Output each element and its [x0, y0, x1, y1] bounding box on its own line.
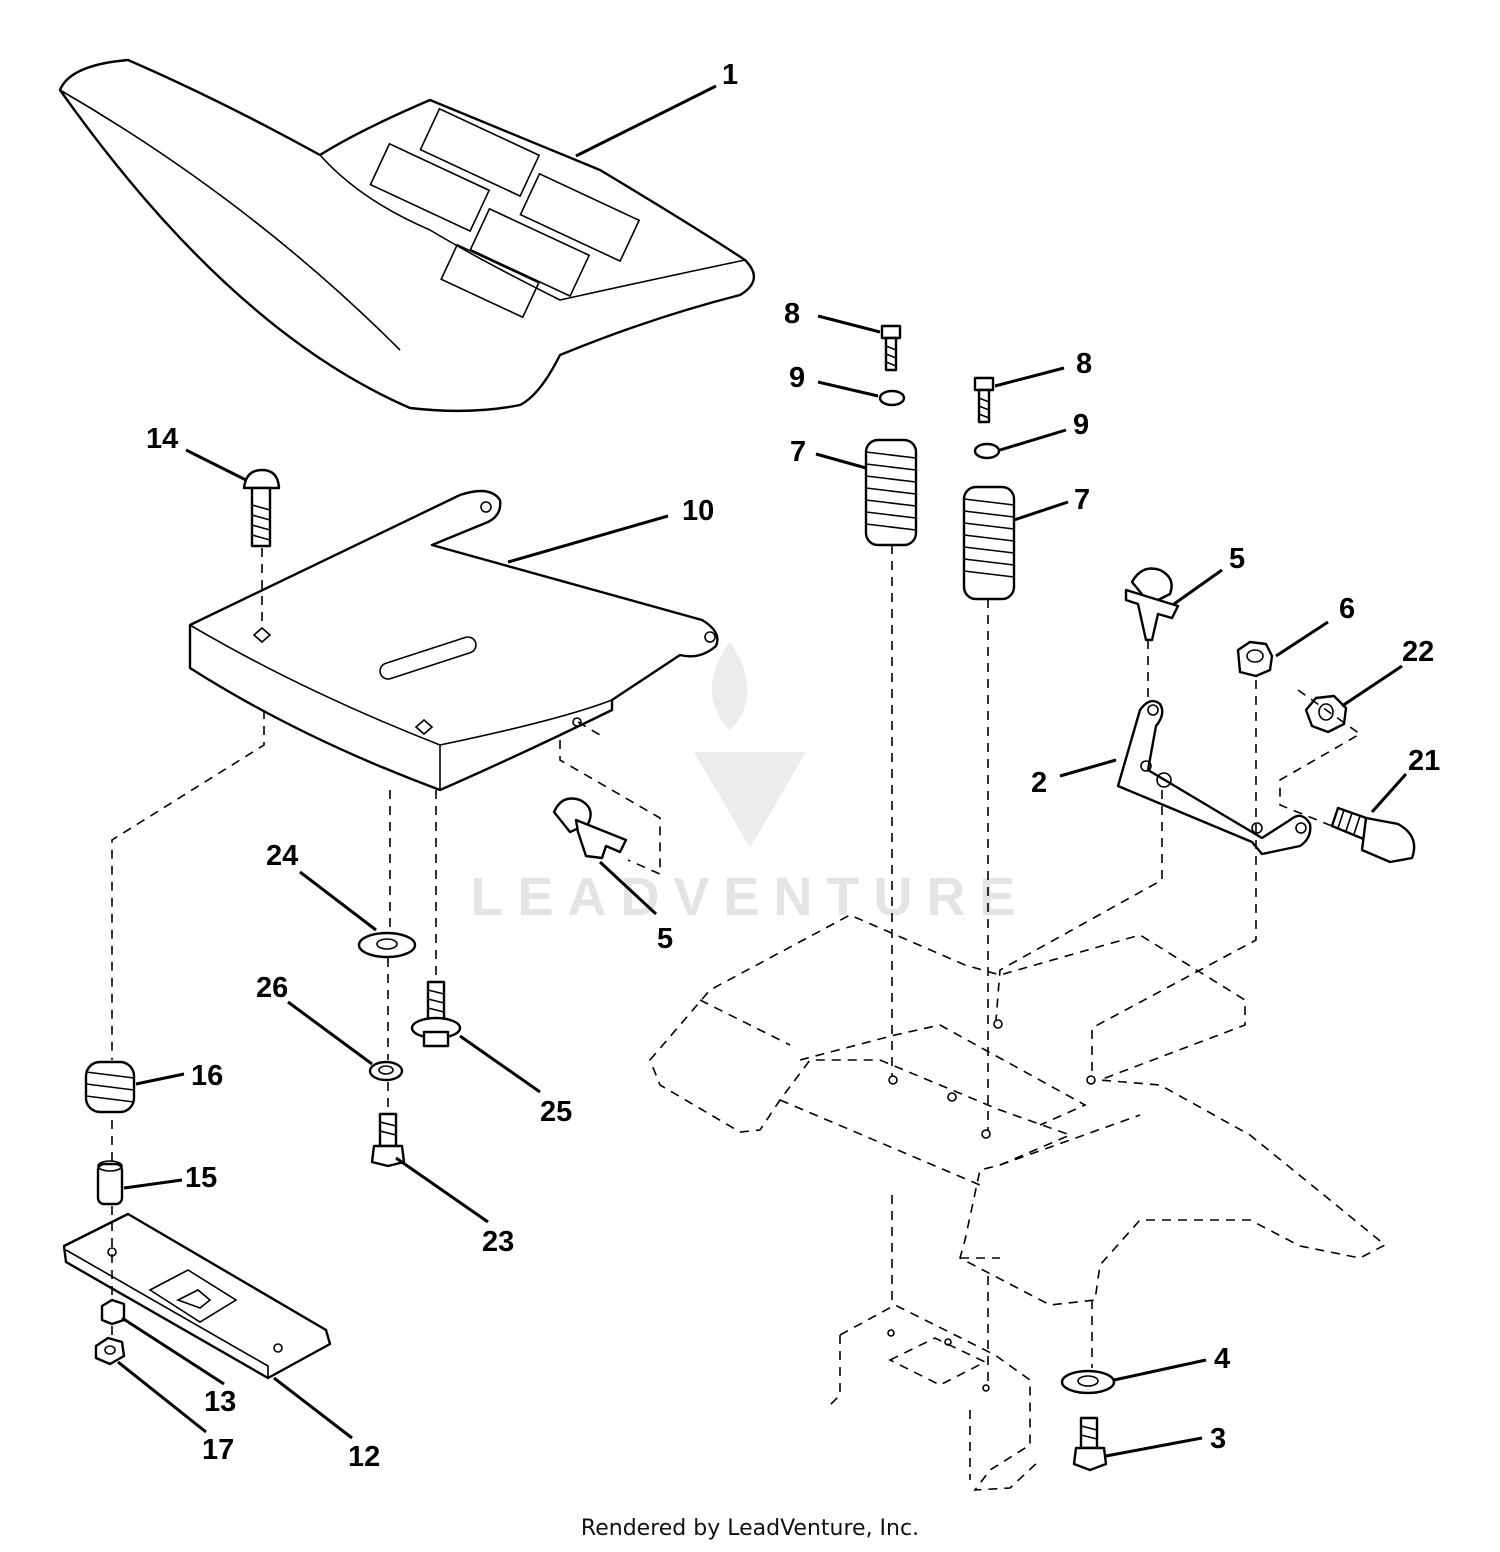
bolt-25-part — [410, 980, 462, 1048]
callout-bolt-8-left: 8 — [784, 298, 800, 330]
seat-part — [58, 58, 755, 413]
washer-9-left-part — [878, 389, 906, 407]
callout-nut-6: 6 — [1339, 593, 1355, 625]
washer-24-part — [357, 931, 417, 959]
callout-washer-9-left: 9 — [789, 362, 805, 394]
callout-spring-16: 16 — [191, 1060, 223, 1092]
callout-labels: 1 10 14 8 8 9 9 7 7 5 5 6 22 2 21 24 26 … — [146, 59, 1440, 1473]
spacer-15-part — [96, 1160, 124, 1206]
callout-nut-13: 13 — [204, 1386, 236, 1418]
callout-seat-pan: 10 — [682, 495, 714, 527]
callout-bolt-25: 25 — [540, 1096, 572, 1128]
clip-5-left-part — [552, 797, 628, 860]
bolt-21-part — [1330, 806, 1416, 864]
nut-6-part — [1236, 640, 1274, 678]
washer-4-part — [1060, 1369, 1116, 1395]
seat-pan-part — [188, 489, 719, 792]
lockwasher-26-part — [368, 1060, 404, 1082]
footer-credit: Rendered by LeadVenture, Inc. — [580, 1516, 920, 1541]
bolt-3-part — [1072, 1416, 1108, 1472]
spring-7-right-part — [962, 485, 1016, 601]
callout-washer-4: 4 — [1214, 1343, 1230, 1375]
callout-bolt-8-right: 8 — [1076, 348, 1092, 380]
adjuster-plate-12-part — [62, 1212, 332, 1380]
leadventure-watermark: LEADVENTURE — [470, 642, 1029, 927]
leader-lines — [117, 84, 1408, 1458]
callout-spring-7-right: 7 — [1074, 484, 1090, 516]
bolt-8-left-part — [880, 324, 902, 372]
callout-bolt-21: 21 — [1408, 745, 1440, 777]
washer-9-right-part — [973, 442, 1001, 460]
nut-17-part — [94, 1336, 126, 1366]
assembly-lines — [111, 545, 1362, 1386]
callout-bolt-3: 3 — [1210, 1423, 1226, 1455]
carriage-bolt-part — [242, 468, 281, 548]
callout-spacer-15: 15 — [185, 1162, 217, 1194]
clip-5-right-part — [1124, 567, 1180, 642]
callout-bracket-2: 2 — [1031, 767, 1047, 799]
bracket-2-part — [1116, 699, 1312, 856]
callout-clip-5-right: 5 — [1229, 543, 1245, 575]
callout-lockwasher-26: 26 — [256, 972, 288, 1004]
nut-13-part — [100, 1298, 126, 1326]
callout-spring-7-left: 7 — [790, 436, 806, 468]
spring-16-part — [84, 1060, 136, 1114]
callout-washer-9-right: 9 — [1073, 409, 1089, 441]
callout-washer-24: 24 — [266, 840, 298, 872]
watermark-text: LEADVENTURE — [470, 867, 1029, 927]
nut-22-part — [1304, 694, 1348, 734]
callout-adjuster-plate-12: 12 — [348, 1441, 380, 1473]
tractor-frame-phantom — [649, 914, 1387, 1491]
bolt-23-part — [370, 1112, 406, 1168]
callout-nut-17: 17 — [202, 1434, 234, 1466]
spring-7-left-part — [864, 438, 918, 547]
callout-carriage-bolt: 14 — [146, 423, 178, 455]
callout-nut-22: 22 — [1402, 636, 1434, 668]
callout-clip-5-left: 5 — [657, 923, 673, 955]
bolt-8-right-part — [973, 376, 995, 424]
callout-seat: 1 — [722, 59, 738, 91]
callout-bolt-23: 23 — [482, 1226, 514, 1258]
